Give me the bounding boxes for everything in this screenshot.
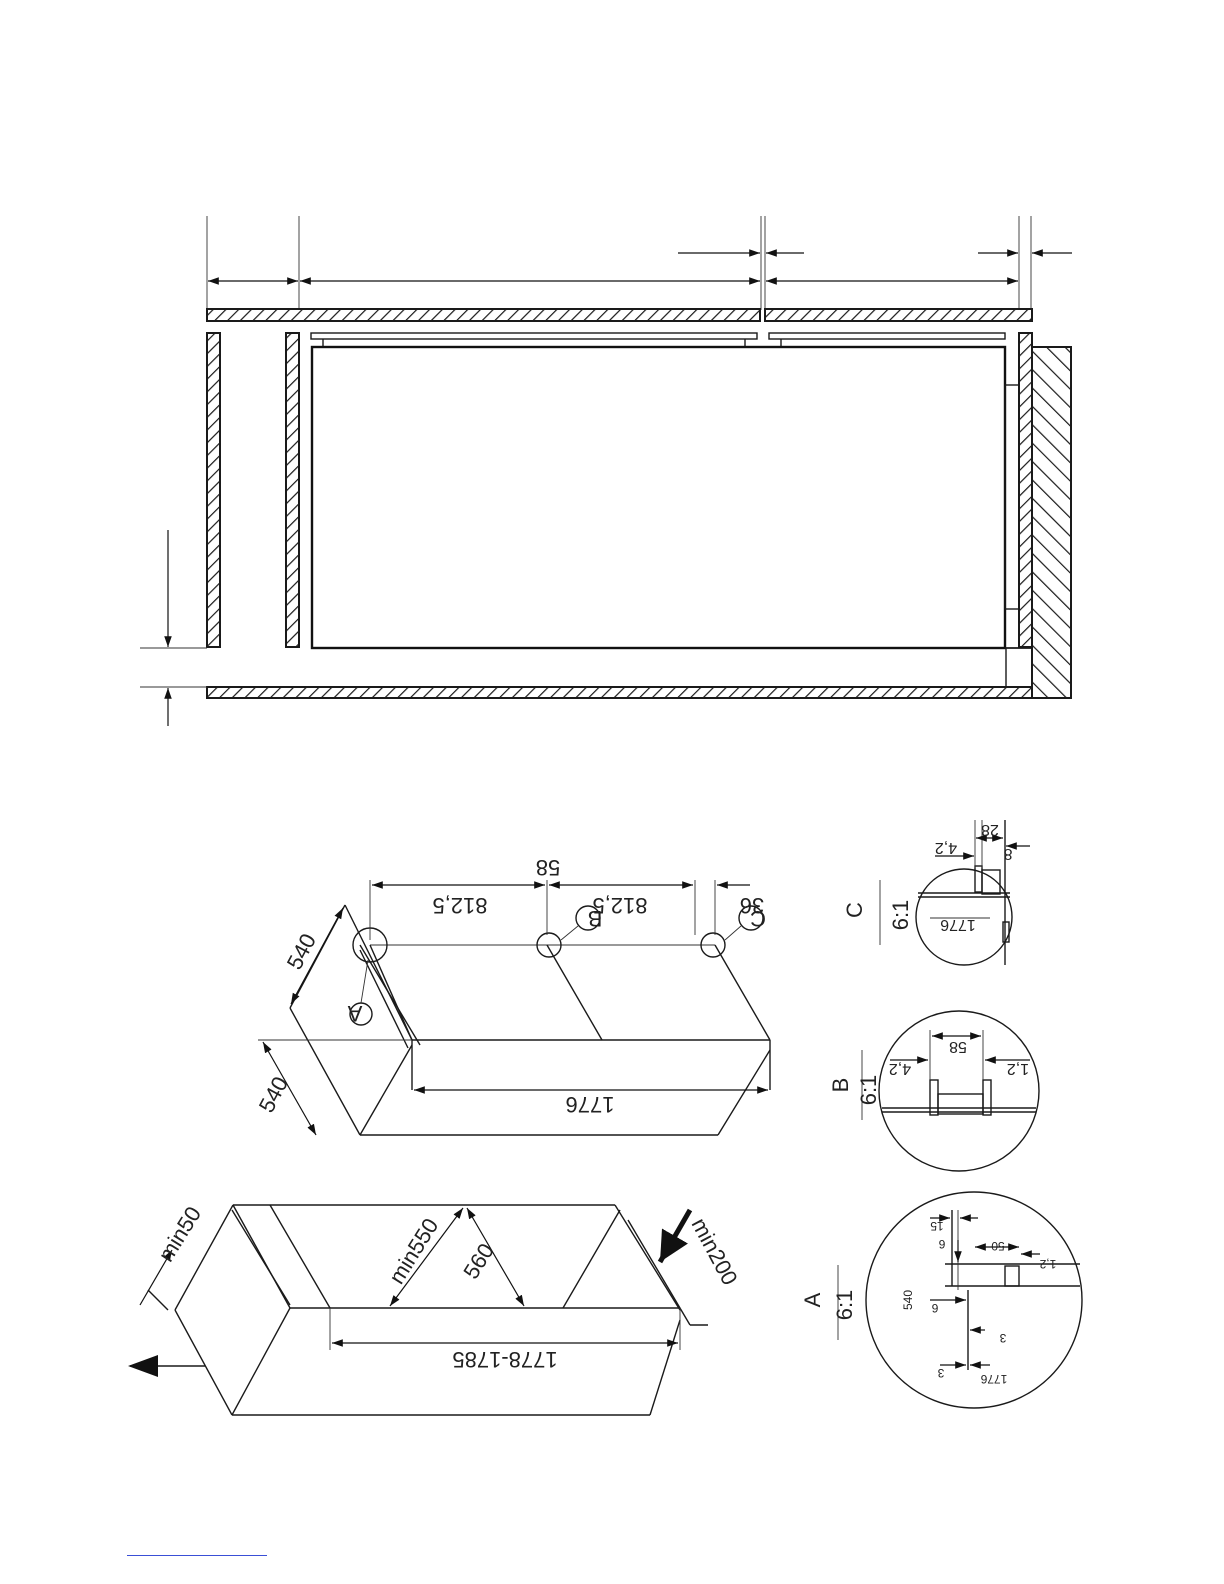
detail-c-dim-1776: 1776 bbox=[940, 916, 976, 933]
detail-b: 58 4,2 1,2 B 6:1 bbox=[828, 1011, 1039, 1171]
detail-b-letter: B bbox=[828, 1078, 853, 1093]
detail-b-circle bbox=[879, 1011, 1039, 1171]
niche-dim-min-side: min200 bbox=[687, 1214, 743, 1289]
detail-a: 15 6 50 1,2 540 6 3 3 1776 A 6:1 bbox=[800, 1192, 1082, 1408]
detail-c-dim-8: 8 bbox=[1003, 845, 1012, 862]
detail-c-scale: 6:1 bbox=[888, 900, 913, 931]
iso-dim-gap-center: 58 bbox=[536, 855, 560, 880]
detail-a-dim-6b: 6 bbox=[931, 1301, 938, 1315]
detail-a-dim-3a: 3 bbox=[999, 1331, 1006, 1345]
iso-dim-width: 1776 bbox=[566, 1092, 615, 1117]
niche-dim-width: 1778-1785 bbox=[452, 1347, 557, 1372]
detail-a-scale: 6:1 bbox=[832, 1290, 857, 1321]
footer-link-underline[interactable] bbox=[127, 1555, 267, 1556]
detail-b-dim-12: 1,2 bbox=[1007, 1060, 1029, 1077]
callout-a-label: A bbox=[347, 1001, 362, 1026]
top-panel-right bbox=[765, 309, 1032, 321]
iso-dim-depth-side: 540 bbox=[254, 1072, 293, 1116]
niche-dim-min-depth: min550 bbox=[384, 1214, 443, 1288]
detail-a-dim-6a: 6 bbox=[938, 1237, 945, 1251]
detail-c: 28 4,2 8 1776 C 6:1 bbox=[842, 820, 1030, 965]
detail-a-dim-15: 15 bbox=[930, 1219, 944, 1233]
detail-b-scale: 6:1 bbox=[856, 1075, 881, 1106]
top-panel-left bbox=[207, 309, 760, 321]
detail-a-letter: A bbox=[800, 1292, 825, 1307]
detail-a-dim-50: 50 bbox=[991, 1239, 1005, 1253]
detail-a-dim-540: 540 bbox=[901, 1290, 915, 1310]
appliance-body bbox=[312, 347, 1005, 648]
detail-a-dim-1776: 1776 bbox=[980, 1372, 1007, 1386]
side-panel-inner bbox=[286, 333, 299, 647]
plan-view bbox=[140, 216, 1072, 726]
detail-c-dim-42: 4,2 bbox=[935, 839, 957, 856]
iso-dim-door-left: 812,5 bbox=[432, 893, 487, 918]
callout-c-label: C bbox=[750, 906, 766, 931]
detail-a-circle bbox=[866, 1192, 1082, 1408]
iso-view: 812,5 812,5 58 36 1776 540 540 A B C bbox=[254, 855, 770, 1135]
detail-a-dim-3b: 3 bbox=[937, 1366, 944, 1380]
side-panel-left bbox=[207, 333, 220, 647]
bottom-panel bbox=[207, 687, 1032, 698]
wall-block bbox=[1032, 347, 1071, 698]
detail-c-letter: C bbox=[842, 902, 867, 918]
niche-view: 1778-1785 min550 560 min50 min200 bbox=[128, 1202, 743, 1415]
callout-b-label: B bbox=[588, 906, 603, 931]
detail-a-dim-12: 1,2 bbox=[1039, 1257, 1056, 1271]
detail-b-dim-42: 4,2 bbox=[889, 1060, 911, 1077]
detail-c-dim-28: 28 bbox=[981, 821, 999, 838]
side-panel-right bbox=[1019, 333, 1032, 647]
detail-b-dim-58: 58 bbox=[949, 1038, 967, 1055]
iso-dim-depth-top: 540 bbox=[282, 929, 321, 973]
niche-dim-depth: 560 bbox=[458, 1239, 499, 1283]
niche-dim-min-top: min50 bbox=[153, 1202, 206, 1266]
